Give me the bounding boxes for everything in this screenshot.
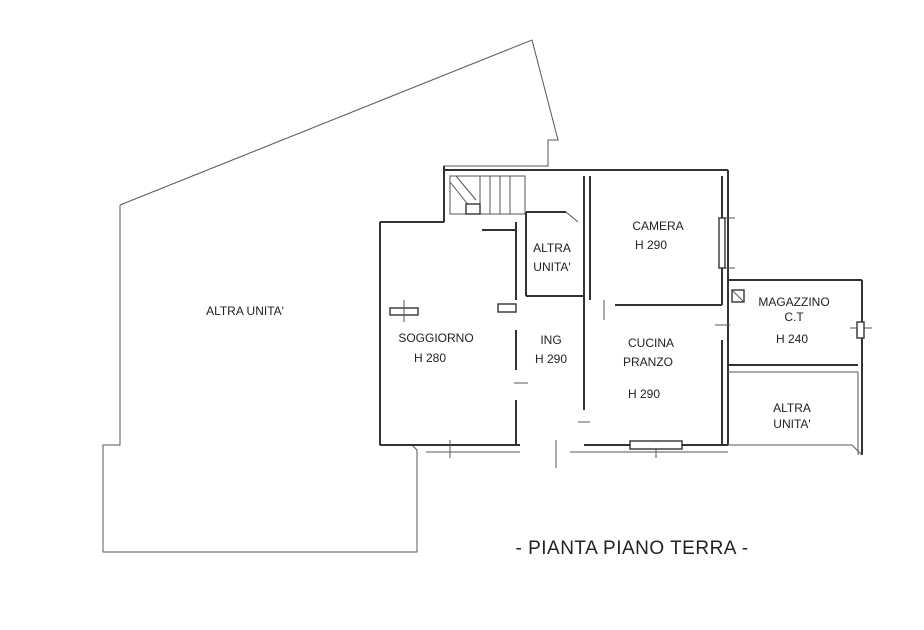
interior-walls [482, 176, 735, 445]
label-ct: C.T [784, 310, 804, 324]
main-walls [379, 166, 729, 453]
label-cucina-height: H 290 [628, 387, 660, 401]
staircase [449, 175, 526, 215]
label-camera: CAMERA [632, 219, 683, 233]
label-magazzino-height: H 240 [776, 332, 808, 346]
label-altra-unita-right: ALTRA [773, 401, 811, 415]
label-soggiorno: SOGGIORNO [398, 331, 473, 345]
label-pranzo: PRANZO [623, 355, 673, 369]
plan-title: - PIANTA PIANO TERRA - [515, 538, 748, 559]
label-altra-unita-left: ALTRA UNITA' [206, 304, 284, 318]
label-cucina: CUCINA [628, 336, 674, 350]
label-altra-unita-center: ALTRA [533, 241, 571, 255]
label-soggiorno-height: H 280 [414, 351, 446, 365]
label-altra-unita-right-2: UNITA' [773, 417, 810, 431]
label-ing: ING [540, 333, 561, 347]
left-unit-outline [102, 39, 559, 553]
label-altra-unita-center-2: UNITA' [533, 260, 570, 274]
label-camera-height: H 290 [635, 238, 667, 252]
door-markers [389, 300, 730, 468]
label-ing-height: H 290 [535, 352, 567, 366]
right-wing [727, 279, 872, 456]
label-magazzino: MAGAZZINO [758, 295, 829, 309]
